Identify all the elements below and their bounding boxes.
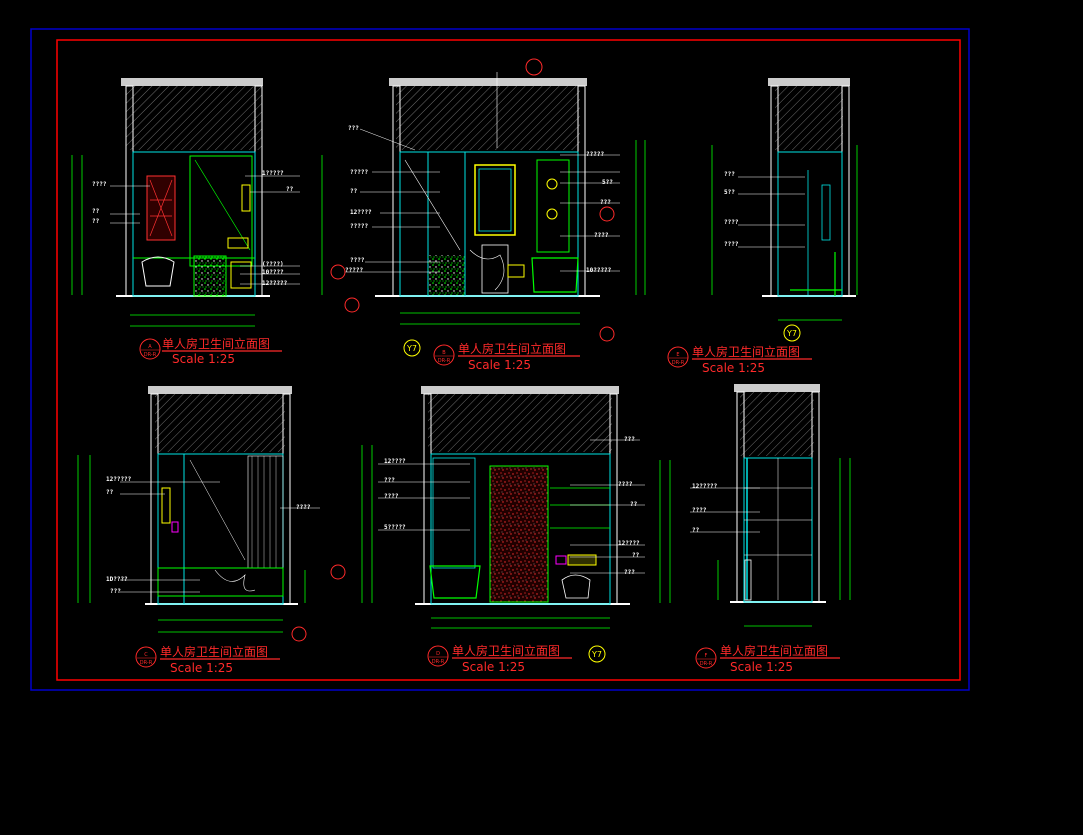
bubble-sub-a: DR-R: [144, 352, 157, 358]
label-b-4: 12????: [350, 209, 372, 216]
label-c-1: 12?????: [106, 476, 132, 483]
view-scale-d: Scale 1:25: [462, 660, 525, 674]
y7-marker-b: [403, 339, 421, 357]
label-d-7: ??: [630, 501, 638, 508]
bubble-letter-e: E: [676, 352, 679, 358]
view-scale-a: Scale 1:25: [172, 352, 235, 366]
view-scale-e: Scale 1:25: [702, 361, 765, 375]
label-d-2: ???: [384, 477, 395, 484]
view-title-a: 单人房卫生间立面图: [162, 336, 270, 351]
label-f-1: 12?????: [692, 483, 718, 490]
label-d-9: ??: [632, 552, 640, 559]
label-a-2: ??: [92, 208, 100, 215]
label-b-11: ????: [594, 232, 609, 239]
bubble-letter-a: A: [148, 344, 152, 350]
label-f-3: ??: [692, 527, 700, 534]
label-e-4: ????: [724, 241, 739, 248]
label-e-1: ???: [724, 171, 735, 178]
label-a-8: 12?????: [262, 280, 288, 287]
elevation-view-e[interactable]: ??? 5?? ???? ???? Y7 E DR-R 单人房卫生间立面图 Sc…: [667, 78, 858, 375]
label-a-6: (????): [262, 261, 284, 268]
label-c-2: ??: [106, 489, 114, 496]
label-d-5: ???: [624, 436, 635, 443]
elevation-view-b[interactable]: ??? ????? ?? 12???? ????? ???? ????? ???…: [330, 58, 646, 372]
shelf-unit: [536, 159, 570, 253]
label-b-7: ?????: [345, 267, 363, 274]
elevation-view-f[interactable]: 12????? ???? ?? F DR-R 单人房卫生间立面图 Scale 1…: [690, 384, 851, 674]
label-c-4: 1D????: [106, 576, 128, 583]
bubble-letter-b: B: [442, 350, 446, 356]
elevation-view-c[interactable]: 12????? ?? ???? 1D???? ??? C DR-R 单人房卫生间…: [77, 386, 346, 675]
label-a-4: 1?????: [262, 170, 284, 177]
label-c-5: ???: [110, 588, 121, 595]
elevation-view-a[interactable]: ???? ?? ?? 1????? ?? (????) 10???? 12???…: [71, 78, 323, 366]
y7-label-d: Y7: [591, 650, 602, 659]
view-title-c: 单人房卫生间立面图: [160, 644, 268, 659]
label-b-2: ?????: [350, 169, 368, 176]
label-d-6: ????: [618, 481, 633, 488]
section-bubble-e: [667, 346, 689, 368]
bathtub: [531, 257, 579, 293]
label-c-3: ????: [296, 504, 311, 511]
label-b-3: ??: [350, 188, 358, 195]
view-title-d: 单人房卫生间立面图: [452, 643, 560, 658]
bubble-sub-e: DR-R: [672, 360, 685, 366]
label-d-8: 12????: [618, 540, 640, 547]
label-b-10: ???: [600, 199, 611, 206]
label-a-3: ??: [92, 218, 100, 225]
y7-label-e: Y7: [786, 329, 797, 338]
label-b-1: ???: [348, 125, 359, 132]
label-b-9: 5??: [602, 179, 613, 186]
view-title-e: 单人房卫生间立面图: [692, 344, 800, 359]
section-bubble-f: [695, 647, 717, 669]
bubble-letter-d: D: [436, 651, 440, 657]
label-f-2: ????: [692, 507, 707, 514]
mirror: [474, 164, 516, 236]
label-a-7: 10????: [262, 269, 284, 276]
bubble-sub-b: DR-R: [438, 358, 451, 364]
ceiling-hatch: [126, 86, 262, 150]
section-bubble-d: [427, 645, 449, 667]
view-title-b: 单人房卫生间立面图: [458, 341, 566, 356]
view-scale-c: Scale 1:25: [170, 661, 233, 675]
y7-marker-d: [588, 645, 606, 663]
y7-label-b: Y7: [406, 344, 417, 353]
view-scale-b: Scale 1:25: [468, 358, 531, 372]
label-d-10: ???: [624, 569, 635, 576]
label-d-4: 5?????: [384, 524, 406, 531]
section-bubble-c: [135, 646, 157, 668]
bubble-letter-c: C: [144, 652, 148, 658]
toilet: [141, 256, 175, 287]
section-bubble-a: [139, 338, 161, 360]
view-scale-f: Scale 1:25: [730, 660, 793, 674]
label-a-1: ????: [92, 181, 107, 188]
label-b-8: ?????: [586, 151, 604, 158]
label-b-12: 10?????: [586, 267, 612, 274]
bubble-letter-f: F: [705, 653, 708, 659]
y7-marker-e: [783, 324, 801, 342]
label-b-6: ????: [350, 257, 365, 264]
elevation-view-d[interactable]: 12???? ??? ???? 5????? ??? ???? ?? 12???…: [361, 386, 671, 674]
bubble-sub-d: DR-R: [432, 659, 445, 665]
label-d-1: 12????: [384, 458, 406, 465]
bubble-sub-c: DR-R: [140, 660, 153, 666]
shower-curtain: [247, 455, 284, 569]
label-d-3: ????: [384, 493, 399, 500]
outer-frame: [30, 28, 970, 691]
ceiling-cap: [121, 78, 263, 86]
feature-wall-panel: [489, 465, 549, 603]
bathtub-d: [429, 565, 481, 599]
bubble-sub-f: DR-R: [700, 661, 713, 667]
label-b-5: ?????: [350, 223, 368, 230]
label-a-5: ??: [286, 186, 294, 193]
view-title-f: 单人房卫生间立面图: [720, 643, 828, 658]
label-e-2: 5??: [724, 189, 735, 196]
inner-frame: [56, 39, 961, 681]
section-bubble-b: [433, 344, 455, 366]
label-e-3: ????: [724, 219, 739, 226]
